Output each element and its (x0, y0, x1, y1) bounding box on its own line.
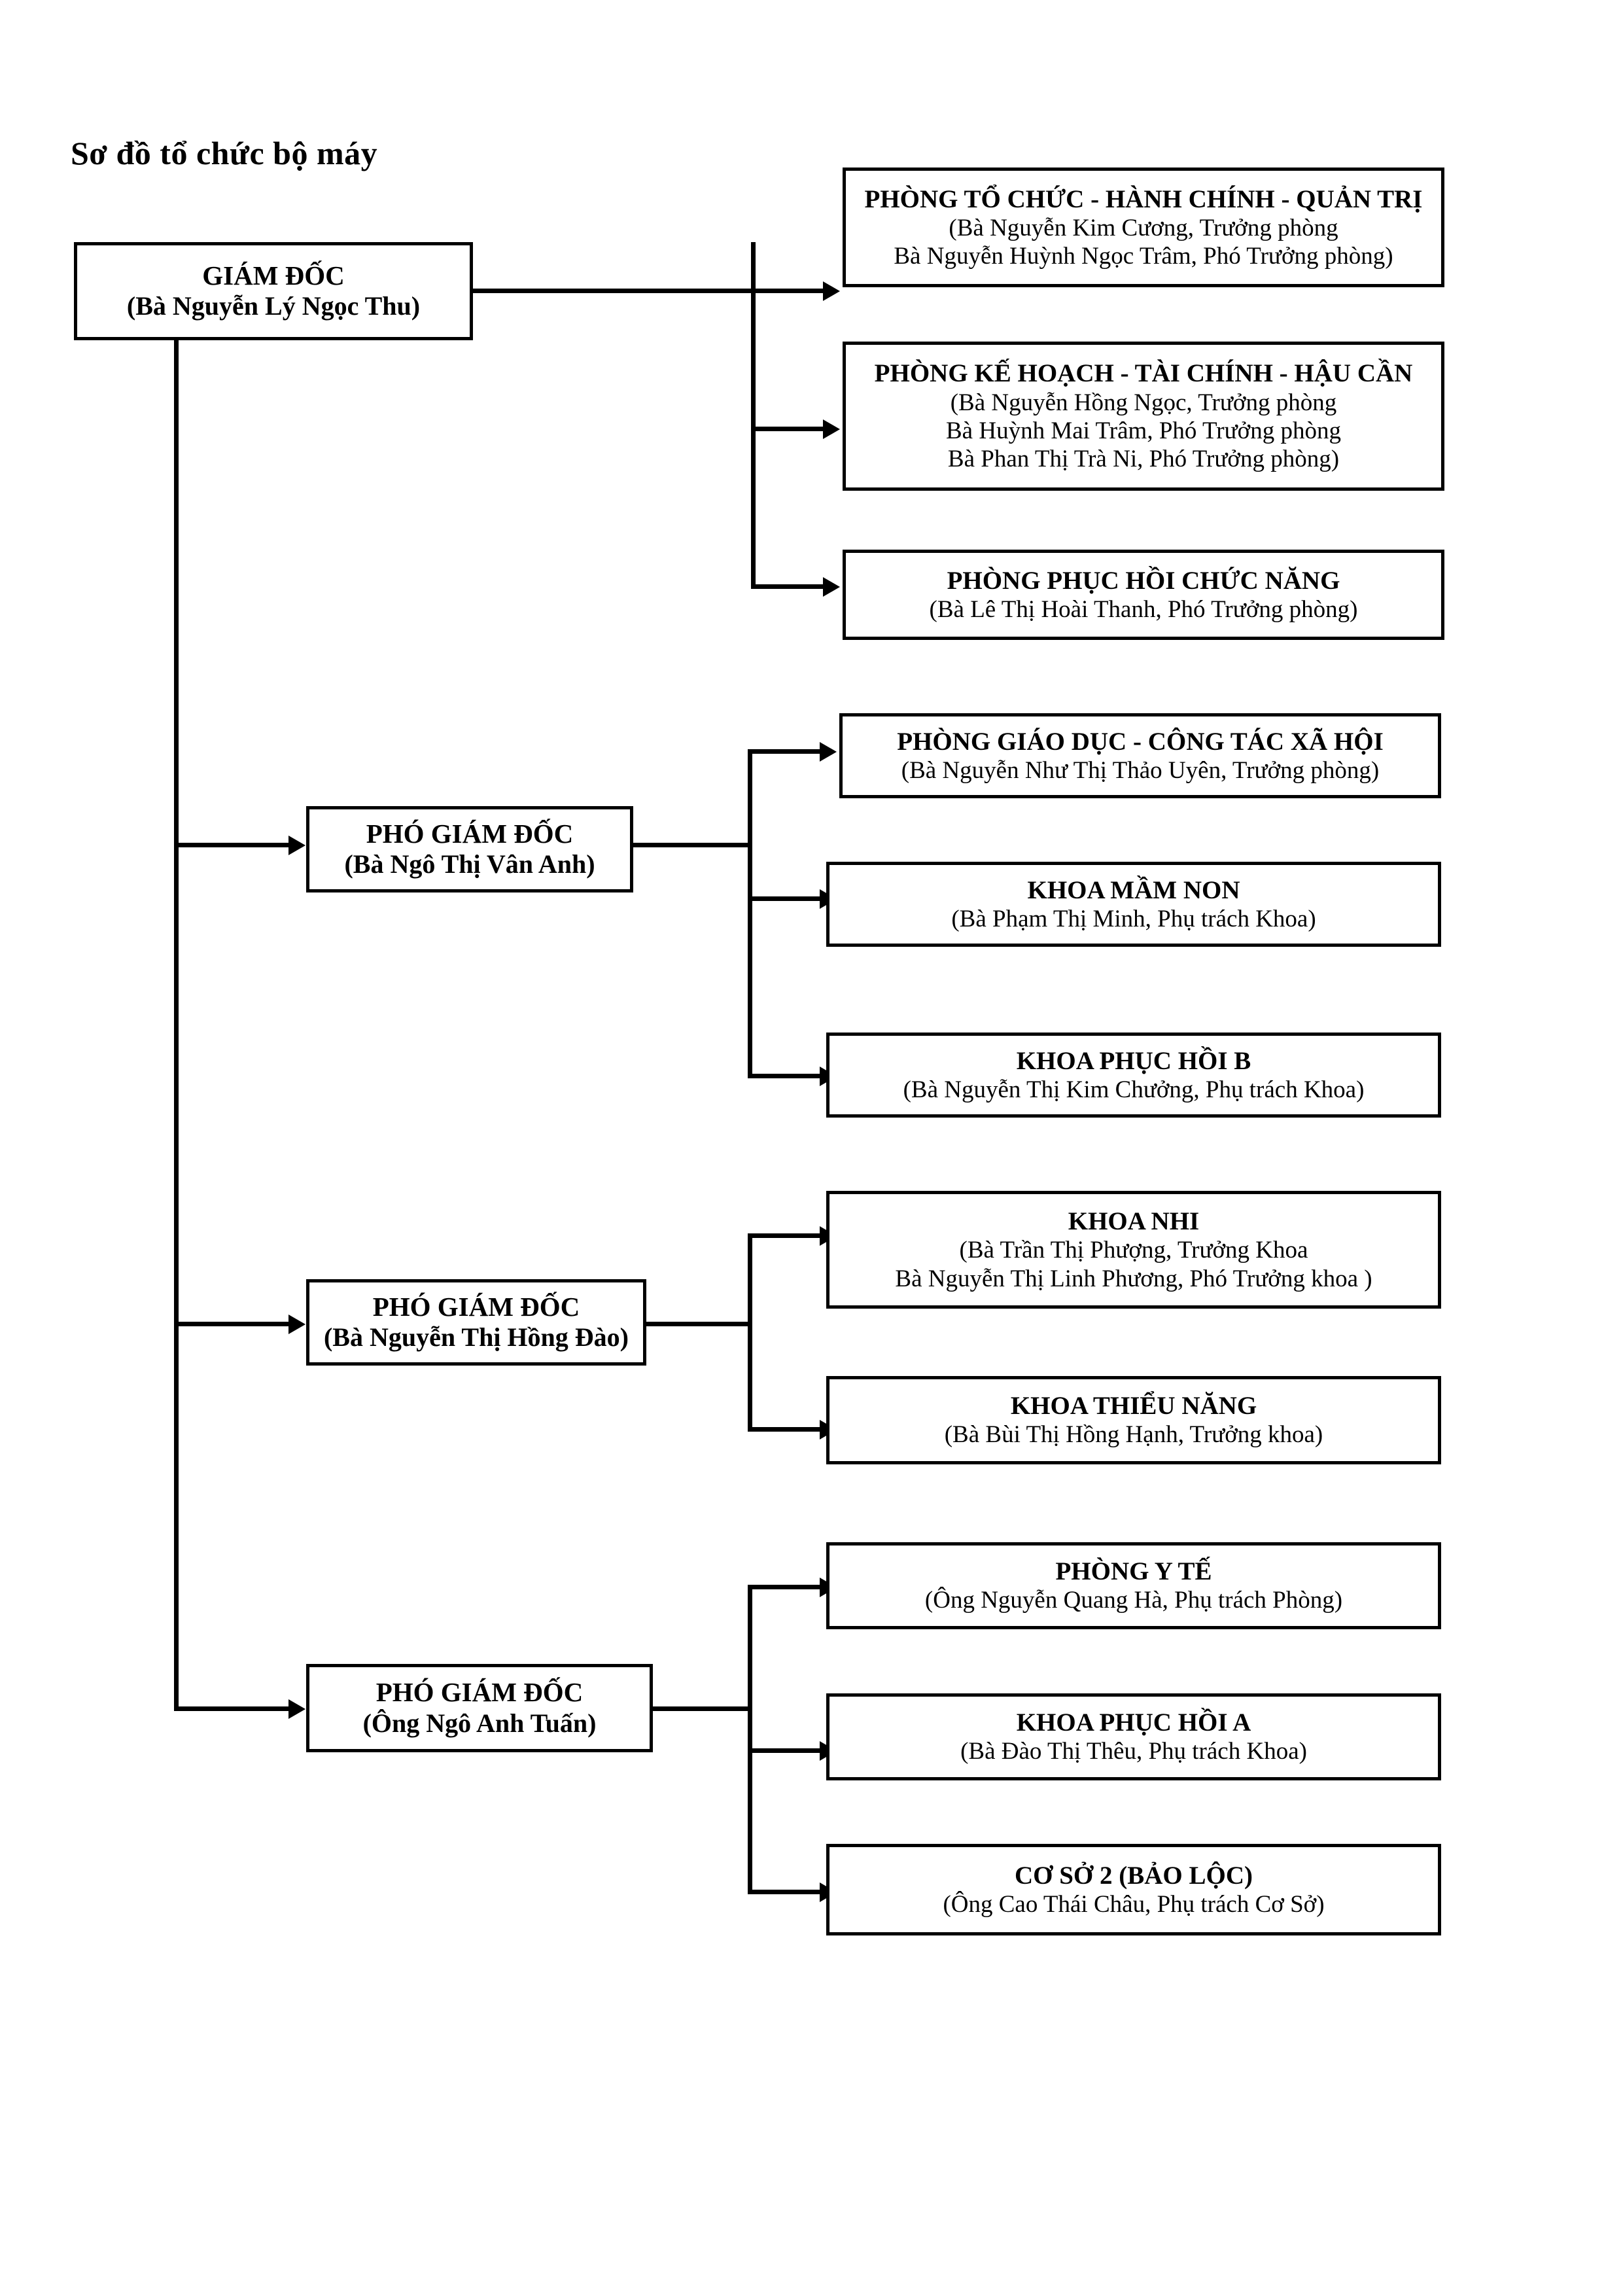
unit-line: (Bà Nguyễn Kim Cương, Trưởng phòng (949, 214, 1338, 241)
arrowhead-deputy-1-unit-1 (820, 742, 837, 762)
node-unit-preschool: KHOA MẦM NON (Bà Phạm Thị Minh, Phụ trác… (826, 862, 1441, 947)
trunk-main (174, 337, 179, 1711)
unit-line: (Bà Nguyễn Thị Kim Chưởng, Phụ trách Kho… (903, 1076, 1365, 1103)
connector-deputy-2-unit-1 (748, 1233, 820, 1238)
arrowhead-director-unit-2 (823, 419, 840, 439)
unit-line: (Bà Nguyễn Hồng Ngọc, Trưởng phòng (950, 389, 1337, 416)
connector-deputy-1-unit-2 (748, 896, 820, 901)
connector-deputy-2-unit-2 (748, 1427, 820, 1432)
bus-deputy-3 (748, 1587, 752, 1894)
connector-director-out (473, 289, 756, 293)
unit-name: KHOA MẦM NON (1027, 875, 1240, 904)
unit-name: KHOA PHỤC HỒI A (1016, 1708, 1251, 1737)
unit-name: PHÒNG Y TẾ (1055, 1557, 1212, 1586)
arrowhead-director-unit-1 (823, 281, 840, 301)
node-deputy-1: PHÓ GIÁM ĐỐC (Bà Ngô Thị Vân Anh) (306, 806, 633, 892)
unit-line: Bà Phan Thị Trà Ni, Phó Trưởng phòng) (947, 446, 1340, 473)
node-unit-rehab-a: KHOA PHỤC HỒI A (Bà Đào Thị Thêu, Phụ tr… (826, 1693, 1441, 1780)
unit-line: (Ông Cao Thái Châu, Phụ trách Cơ Sở) (943, 1890, 1325, 1918)
unit-name: CƠ SỞ 2 (BẢO LỘC) (1014, 1861, 1253, 1890)
unit-name: KHOA NHI (1068, 1207, 1200, 1236)
unit-line: (Bà Đào Thị Thêu, Phụ trách Khoa) (960, 1738, 1307, 1765)
node-deputy-2: PHÓ GIÁM ĐỐC (Bà Nguyễn Thị Hồng Đào) (306, 1279, 646, 1366)
node-deputy-3: PHÓ GIÁM ĐỐC (Ông Ngô Anh Tuấn) (306, 1664, 653, 1752)
node-person: (Bà Nguyễn Lý Ngọc Thu) (126, 291, 421, 321)
bus-deputy-2 (748, 1235, 752, 1432)
node-unit-org-admin: PHÒNG TỔ CHỨC - HÀNH CHÍNH - QUẢN TRỊ (B… (843, 168, 1444, 287)
unit-line: (Ông Nguyễn Quang Hà, Phụ trách Phòng) (924, 1587, 1343, 1614)
connector-deputy-1-unit-3 (748, 1074, 820, 1078)
unit-line: (Bà Lê Thị Hoài Thanh, Phó Trưởng phòng) (929, 595, 1358, 623)
node-person: (Bà Nguyễn Thị Hồng Đào) (323, 1322, 629, 1352)
node-role: PHÓ GIÁM ĐỐC (372, 1291, 580, 1322)
bus-deputy-1 (748, 751, 752, 1078)
unit-line: (Bà Nguyễn Như Thị Thảo Uyên, Trưởng phò… (901, 756, 1380, 784)
node-role: PHÓ GIÁM ĐỐC (375, 1677, 584, 1708)
connector-trunk-deputy-2 (174, 1322, 288, 1326)
page-title: Sơ đồ tổ chức bộ máy (71, 135, 378, 171)
connector-deputy-1-unit-1 (748, 749, 820, 754)
unit-line: Bà Nguyễn Thị Linh Phương, Phó Trưởng kh… (895, 1265, 1372, 1292)
connector-deputy-3-unit-3 (748, 1890, 820, 1894)
node-unit-pediatrics: KHOA NHI (Bà Trần Thị Phượng, Trưởng Kho… (826, 1191, 1441, 1309)
connector-deputy-1-out (633, 843, 752, 847)
node-unit-disability: KHOA THIỂU NĂNG (Bà Bùi Thị Hồng Hạnh, T… (826, 1376, 1441, 1464)
unit-name: KHOA PHỤC HỒI B (1016, 1046, 1251, 1075)
unit-name: PHÒNG GIÁO DỤC - CÔNG TÁC XÃ HỘI (897, 727, 1384, 756)
unit-line: (Bà Trần Thị Phượng, Trưởng Khoa (959, 1237, 1308, 1264)
node-unit-rehab-b: KHOA PHỤC HỒI B (Bà Nguyễn Thị Kim Chưởn… (826, 1033, 1441, 1118)
unit-name: KHOA THIỂU NĂNG (1010, 1392, 1257, 1421)
connector-director-unit-3 (751, 584, 823, 589)
unit-line: Bà Huỳnh Mai Trâm, Phó Trưởng phòng (946, 417, 1341, 444)
unit-line: (Bà Phạm Thị Minh, Phụ trách Khoa) (951, 905, 1316, 932)
node-unit-medical: PHÒNG Y TẾ (Ông Nguyễn Quang Hà, Phụ trá… (826, 1542, 1441, 1629)
node-unit-branch-baoloc: CƠ SỞ 2 (BẢO LỘC) (Ông Cao Thái Châu, Ph… (826, 1844, 1441, 1935)
bus-director (751, 242, 756, 589)
connector-director-unit-1 (751, 289, 823, 293)
node-person: (Bà Ngô Thị Vân Anh) (344, 849, 595, 879)
node-role: GIÁM ĐỐC (202, 260, 345, 291)
arrowhead-deputy-2 (288, 1315, 305, 1334)
node-unit-planning-finance: PHÒNG KẾ HOẠCH - TÀI CHÍNH - HẬU CẦN (Bà… (843, 342, 1444, 491)
connector-deputy-2-out (646, 1322, 752, 1326)
node-person: (Ông Ngô Anh Tuấn) (362, 1708, 597, 1738)
unit-name: PHÒNG TỔ CHỨC - HÀNH CHÍNH - QUẢN TRỊ (864, 185, 1423, 213)
connector-trunk-deputy-3 (174, 1706, 288, 1711)
unit-name: PHÒNG KẾ HOẠCH - TÀI CHÍNH - HẬU CẦN (874, 359, 1413, 388)
connector-director-unit-2 (751, 427, 823, 431)
connector-deputy-3-unit-1 (748, 1585, 820, 1589)
connector-deputy-3-unit-2 (748, 1748, 820, 1753)
node-unit-education-social: PHÒNG GIÁO DỤC - CÔNG TÁC XÃ HỘI (Bà Ngu… (839, 713, 1441, 798)
unit-line: (Bà Bùi Thị Hồng Hạnh, Trưởng khoa) (944, 1421, 1323, 1449)
unit-line: Bà Nguyễn Huỳnh Ngọc Trâm, Phó Trưởng ph… (894, 243, 1393, 270)
node-role: PHÓ GIÁM ĐỐC (366, 818, 574, 849)
node-director: GIÁM ĐỐC (Bà Nguyễn Lý Ngọc Thu) (74, 242, 473, 340)
arrowhead-deputy-1 (288, 836, 305, 855)
connector-trunk-deputy-1 (174, 843, 288, 847)
connector-deputy-3-out (653, 1706, 752, 1711)
node-unit-rehab-function: PHÒNG PHỤC HỒI CHỨC NĂNG (Bà Lê Thị Hoài… (843, 550, 1444, 640)
arrowhead-director-unit-3 (823, 577, 840, 597)
arrowhead-deputy-3 (288, 1699, 305, 1719)
unit-name: PHÒNG PHỤC HỒI CHỨC NĂNG (947, 566, 1340, 595)
